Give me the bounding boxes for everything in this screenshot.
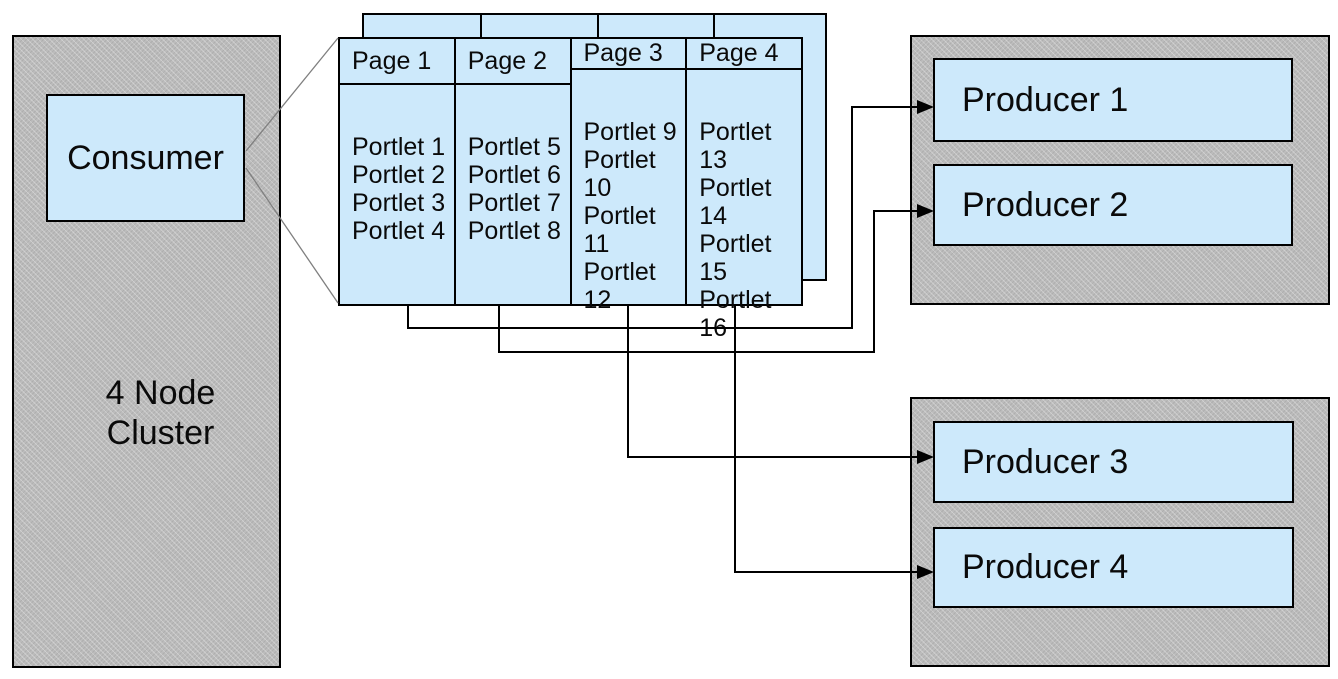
consumer-box: Consumer [46, 94, 245, 222]
portlet-item: Portlet 15 [699, 230, 772, 286]
page-header: Page 1 [340, 39, 454, 85]
page-body: Portlet 1 Portlet 2 Portlet 3 Portlet 4 [340, 85, 454, 245]
producer-2-label: Producer 2 [962, 185, 1129, 224]
page-body: Portlet 5 Portlet 6 Portlet 7 Portlet 8 [456, 85, 570, 245]
portlet-item: Portlet 2 [352, 161, 446, 189]
portlet-item: Portlet 14 [699, 174, 772, 230]
page-column-4: Page 4 Portlet 13 Portlet 14 Portlet 15 … [687, 39, 801, 342]
page-header: Page 3 [571, 39, 686, 70]
portlet-item: Portlet 16 [699, 286, 772, 342]
page-column-3: Page 3 Portlet 9 Portlet 10 Portlet 11 P… [571, 39, 688, 314]
portlet-item: Portlet 13 [699, 118, 772, 174]
page-body: Portlet 13 Portlet 14 Portlet 15 Portlet… [687, 70, 801, 342]
page-column-2: Page 2 Portlet 5 Portlet 6 Portlet 7 Por… [455, 39, 572, 304]
portlet-item: Portlet 3 [352, 189, 446, 217]
portlet-item: Portlet 6 [467, 161, 561, 189]
page-header: Page 2 [455, 39, 570, 85]
cluster-label-text: 4 Node Cluster [105, 374, 216, 452]
producer-3-box: Producer 3 [933, 421, 1294, 503]
portlet-item: Portlet 8 [467, 217, 561, 245]
portlet-item: Portlet 7 [467, 189, 561, 217]
portlet-item: Portlet 11 [583, 202, 656, 258]
portlet-item: Portlet 4 [352, 217, 446, 245]
connector-page4-producer4 [734, 306, 918, 573]
portlet-item: Portlet 10 [583, 146, 656, 202]
portlet-item: Portlet 1 [352, 133, 446, 161]
page-column-1: Page 1 Portlet 1 Portlet 2 Portlet 3 Por… [340, 39, 456, 304]
cluster-label: 4 Node Cluster [26, 373, 295, 453]
producer-4-box: Producer 4 [933, 527, 1294, 608]
pages-table: Page 1 Portlet 1 Portlet 2 Portlet 3 Por… [338, 37, 803, 342]
producer-2-box: Producer 2 [933, 164, 1293, 246]
portlet-item: Portlet 9 [583, 118, 677, 146]
page-header: Page 4 [687, 39, 801, 70]
producer-4-label: Producer 4 [962, 548, 1129, 586]
producer-3-label: Producer 3 [962, 442, 1129, 481]
page-body: Portlet 9 Portlet 10 Portlet 11 Portlet … [572, 70, 686, 314]
portlet-item: Portlet 12 [583, 258, 656, 314]
producer-1-box: Producer 1 [933, 58, 1293, 142]
producer-1-label: Producer 1 [962, 80, 1129, 119]
portlet-item: Portlet 5 [467, 133, 561, 161]
consumer-label: Consumer [67, 138, 224, 177]
